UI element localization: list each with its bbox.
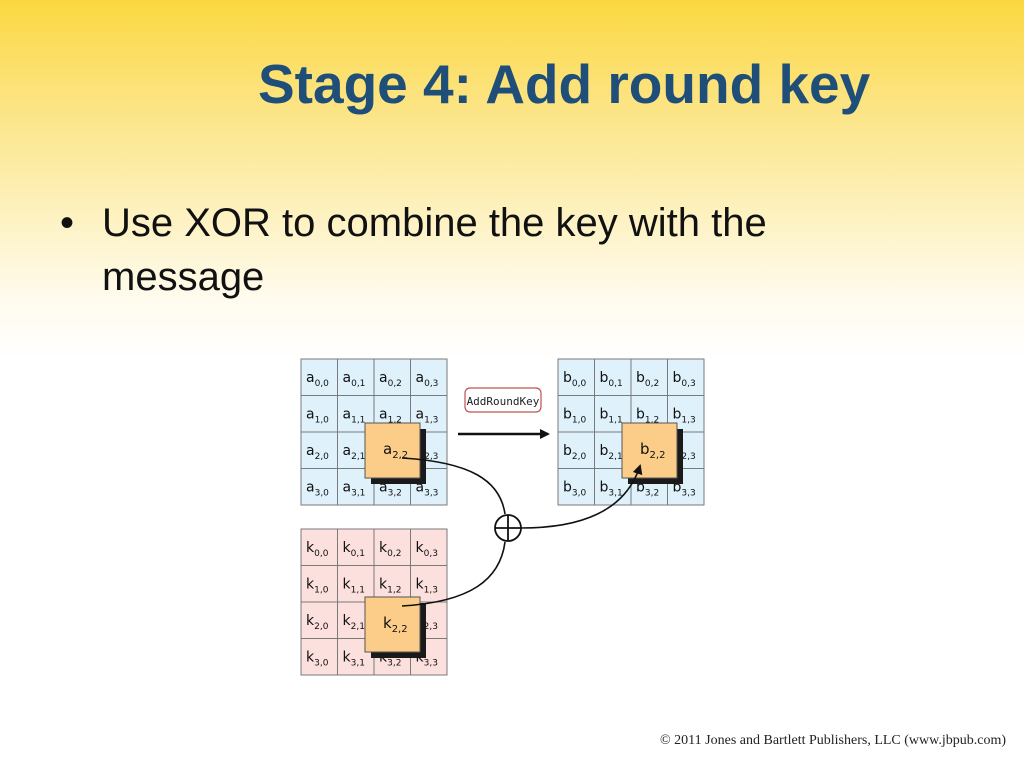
highlighted-output-byte: b2,2	[621, 422, 683, 484]
grid-cell-label: b3,2	[636, 480, 659, 499]
grid-cell-label: b2,1	[600, 443, 623, 462]
grid-cell	[300, 468, 338, 506]
highlight-cell-label: k2,2	[383, 614, 408, 635]
grid-cell-label: a1,3	[416, 407, 439, 426]
grid-cell-label: k2,1	[343, 613, 365, 632]
grid-cell-label: k1,2	[379, 577, 401, 596]
copyright-notice: © 2011 Jones and Bartlett Publishers, LL…	[660, 733, 1006, 748]
grid-cell-label: b1,2	[636, 407, 659, 426]
grid-cell-label: k2,0	[306, 613, 329, 632]
add-round-key-label-box	[464, 387, 542, 413]
bullet-dot-icon: •	[60, 201, 75, 245]
grid-cell-label: a2,0	[306, 443, 329, 462]
grid-cell-label: k0,0	[306, 540, 329, 559]
grid-cell-label: b1,1	[600, 407, 623, 426]
grid-cell-label: k1,1	[343, 577, 365, 596]
grid-cell-label: k0,1	[343, 540, 365, 559]
xor-to-output-connector	[520, 464, 643, 529]
grid-cell-label: b3,0	[563, 480, 586, 499]
grid-cell-label: b0,3	[673, 370, 696, 389]
grid-cell	[373, 565, 411, 603]
grid-cell-label: a1,2	[379, 407, 402, 426]
grid-cell-label: b1,0	[563, 407, 586, 426]
state-to-xor-connector	[401, 457, 506, 515]
grid-cell-label: k3,0	[306, 650, 329, 669]
grid-cell-label: a0,2	[379, 370, 402, 389]
highlighted-key-byte: k2,2	[364, 596, 426, 658]
grid-cell	[300, 601, 338, 639]
grid-cell	[594, 358, 632, 396]
highlight-cell-label: b2,2	[640, 440, 665, 461]
grid-cell-label: b0,0	[563, 370, 586, 389]
grid-cell-label: b3,1	[600, 480, 623, 499]
bullet-text: Use XOR to combine the key with the mess…	[102, 201, 767, 299]
grid-cell	[300, 638, 338, 676]
grid-cell	[300, 358, 338, 396]
grid-cell-label: b2,0	[563, 443, 586, 462]
highlighted-state-byte: a2,2	[364, 422, 426, 484]
grid-cell	[300, 565, 338, 603]
grid-cell-label: k3,1	[343, 650, 365, 669]
grid-cell-label: k1,0	[306, 577, 329, 596]
grid-cell-label: k1,3	[416, 577, 438, 596]
grid-cell	[410, 565, 448, 603]
grid-cell-label: a0,0	[306, 370, 329, 389]
grid-cell	[410, 528, 448, 566]
grid-cell	[337, 528, 375, 566]
bullet-item: • Use XOR to combine the key with the me…	[60, 196, 920, 304]
grid-cell-label: a0,3	[416, 370, 439, 389]
grid-cell-label: b1,3	[673, 407, 696, 426]
grid-cell	[337, 358, 375, 396]
slide-title: Stage 4: Add round key	[258, 53, 871, 115]
grid-cell-label: a1,0	[306, 407, 329, 426]
bullet-list: • Use XOR to combine the key with the me…	[60, 196, 920, 304]
xor-circle-plus-icon	[494, 514, 522, 542]
add-round-key-label: AddRoundKey	[467, 395, 540, 408]
grid-cell-label: b0,1	[600, 370, 623, 389]
key-to-xor-connector	[401, 541, 506, 607]
grid-cell-label: k0,3	[416, 540, 438, 559]
highlight-cell-label: a2,2	[383, 440, 408, 461]
grid-cell-label: b0,2	[636, 370, 659, 389]
state-grid: a0,0 a0,1 a0,2 a0,3 a1,0 a1,1 a1,2 a1,3 a2,0 a2,1…	[300, 358, 448, 506]
grid-cell	[373, 528, 411, 566]
grid-cell	[300, 431, 338, 469]
grid-cell	[410, 358, 448, 396]
grid-cell	[557, 395, 595, 433]
grid-cell-label: a3,0	[306, 480, 329, 499]
grid-cell-label: b3,3	[673, 480, 696, 499]
grid-cell-label: a3,1	[343, 480, 366, 499]
grid-cell-label: a2,1	[343, 443, 366, 462]
grid-cell-label: k0,2	[379, 540, 401, 559]
grid-cell-label: a3,3	[416, 480, 439, 499]
grid-cell-label: a0,1	[343, 370, 366, 389]
grid-cell-label: a3,2	[379, 480, 402, 499]
grid-cell-label: a1,1	[343, 407, 366, 426]
